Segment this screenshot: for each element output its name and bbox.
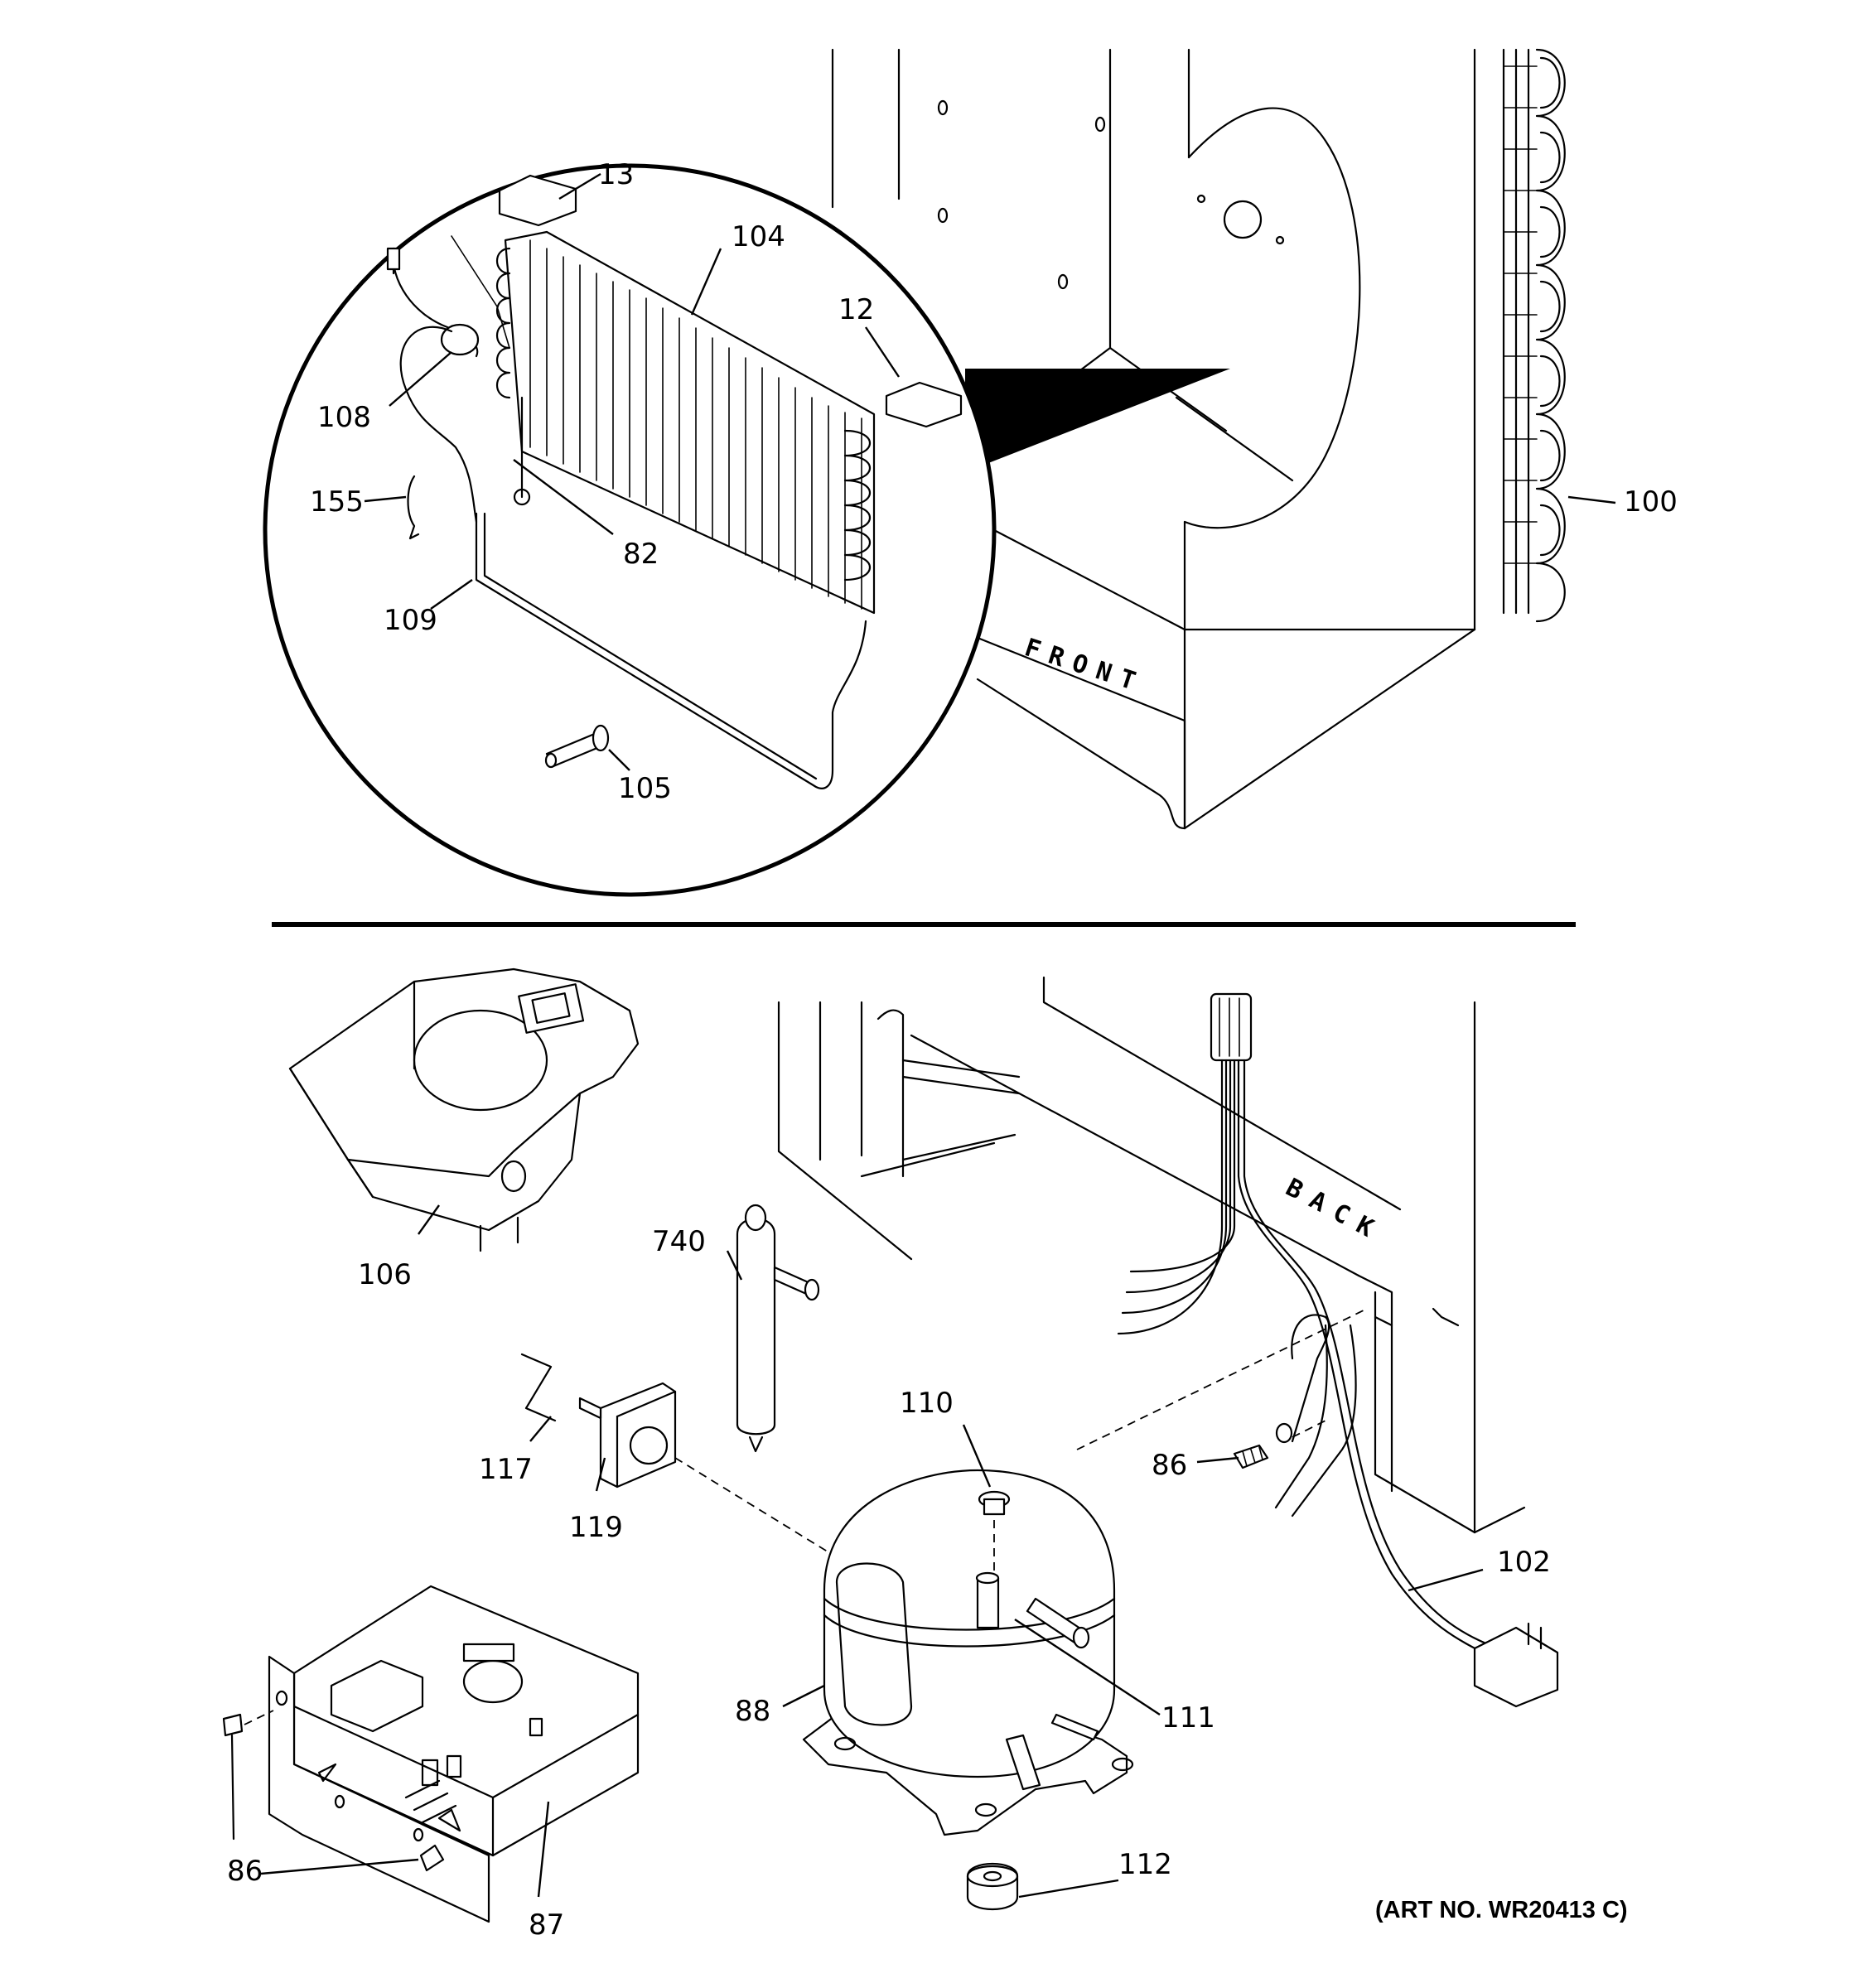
part-label-87: 87 — [529, 1908, 564, 1942]
compressor — [802, 1469, 1134, 1836]
part-label-12: 12 — [838, 293, 874, 326]
start-relay — [578, 1382, 677, 1489]
defrost-thermostat-wiring — [386, 235, 510, 524]
bottom-leaders — [260, 1204, 1484, 1899]
back-stamp: BACK — [1281, 1173, 1388, 1248]
part-label-105: 105 — [618, 772, 672, 805]
part-label-740: 740 — [652, 1225, 706, 1258]
part-label-88: 88 — [735, 1695, 770, 1728]
part-13-block — [498, 174, 577, 227]
part-label-110: 110 — [900, 1387, 954, 1420]
part-label-109: 109 — [384, 604, 437, 637]
mounting-bolt-110 — [978, 1490, 1011, 1574]
evaporator — [496, 230, 876, 615]
evaporator-inset — [263, 163, 997, 897]
grommet-112 — [966, 1862, 1019, 1911]
part-labels: 13 104 12 108 155 82 109 105 100 106 740… — [227, 158, 1678, 1942]
front-stamp: FRONT — [1021, 633, 1149, 699]
part-label-82: 82 — [623, 538, 659, 571]
mounting-screws-86 — [222, 1713, 445, 1872]
part-label-100: 100 — [1624, 485, 1678, 519]
part-label-102: 102 — [1497, 1546, 1551, 1579]
part-label-155: 155 — [310, 485, 364, 519]
part-label-106: 106 — [358, 1258, 412, 1291]
ground-screw-86 — [1233, 1444, 1269, 1469]
ground-dashed-line — [1076, 1308, 1368, 1450]
relay-dashed-line — [674, 1457, 838, 1558]
control-box — [268, 1585, 640, 1923]
part-label-112: 112 — [1118, 1848, 1172, 1881]
power-cord-and-harness — [1117, 992, 1559, 1708]
filter-drier — [736, 1204, 820, 1453]
inset-leaders — [364, 172, 1616, 771]
part-105-fitting — [544, 724, 610, 769]
defrost-heater-tube — [475, 512, 867, 789]
part-label-104: 104 — [732, 220, 785, 253]
part-155-clip — [407, 475, 420, 540]
part-label-13: 13 — [598, 158, 634, 191]
part-label-111: 111 — [1161, 1701, 1215, 1735]
condenser-coil — [1502, 48, 1566, 623]
part-label-119: 119 — [569, 1511, 623, 1544]
part-label-86-ground: 86 — [1152, 1449, 1187, 1482]
ice-maker — [288, 967, 640, 1252]
part-label-108: 108 — [317, 401, 371, 434]
part-label-86-box: 86 — [227, 1855, 263, 1888]
part-label-117: 117 — [479, 1453, 533, 1486]
relay-clip — [520, 1353, 557, 1422]
art-number: (ART NO. WR20413 C) — [1375, 1897, 1628, 1923]
part-12-block — [885, 381, 963, 428]
